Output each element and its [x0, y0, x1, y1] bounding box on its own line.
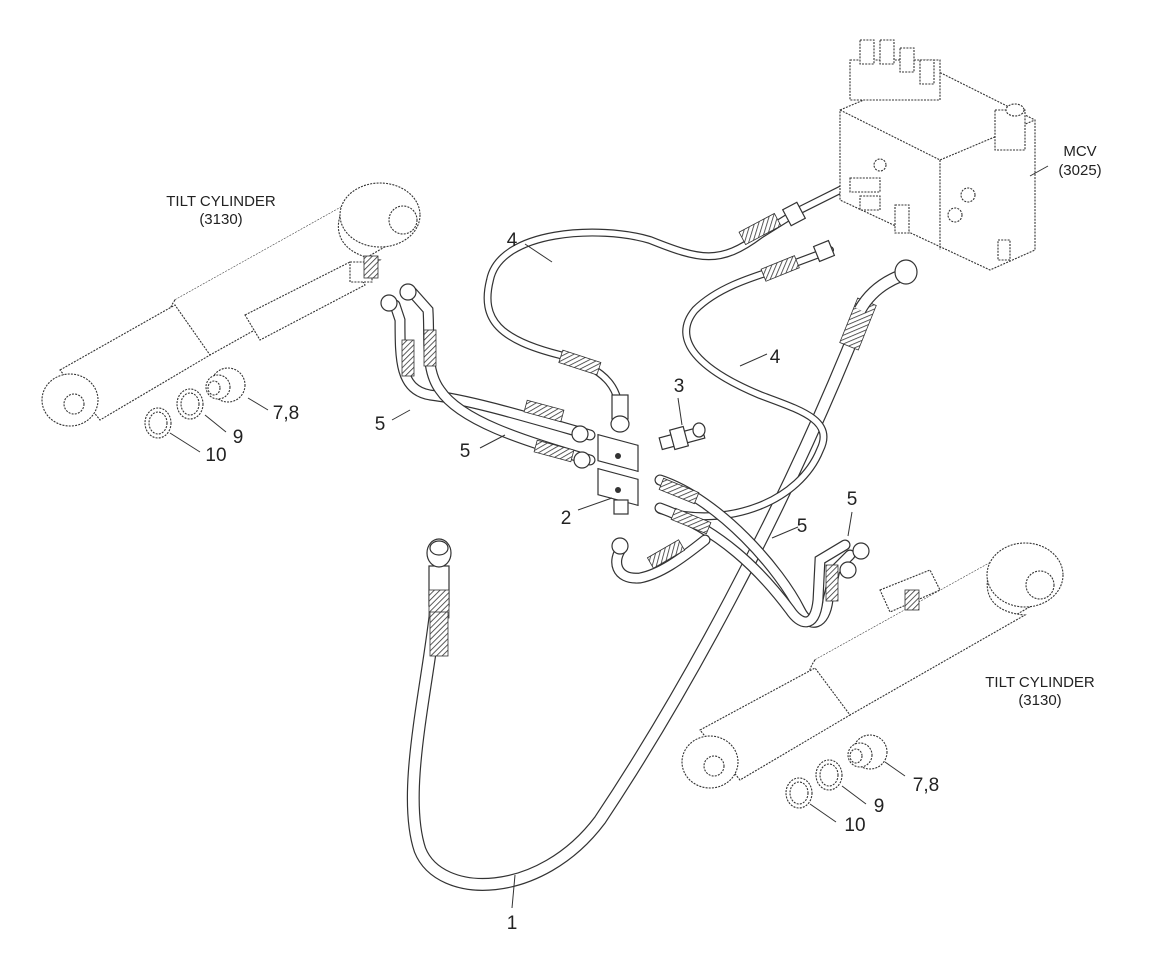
callout-bushing-7-8-left: 7,8	[273, 403, 299, 424]
mcv-title: MCV	[1063, 143, 1096, 160]
callout-tee-2: 2	[561, 508, 572, 529]
hose-5-right	[611, 474, 870, 628]
bushing-7-8-left	[205, 367, 246, 403]
hose-5-left	[380, 283, 596, 469]
ring-10-right	[785, 777, 813, 809]
ring-9-right	[815, 759, 843, 791]
callout-bushing-7-8-right: 7,8	[913, 775, 939, 796]
callout-ring-9-left: 9	[233, 427, 244, 448]
ring-9-left	[176, 388, 204, 420]
tilt-cylinder-right	[681, 542, 1064, 789]
tilt-cylinder-right-title: TILT CYLINDER	[985, 674, 1095, 691]
tee-block-2	[597, 433, 639, 515]
tilt-cylinder-left	[41, 182, 421, 427]
pipe-4-upper	[483, 181, 854, 433]
tilt-cylinder-right-code: (3130)	[1018, 692, 1061, 709]
leader-lines	[169, 165, 1049, 909]
callout-pipe-4-right: 4	[770, 347, 781, 368]
callout-ring-10-left: 10	[205, 445, 226, 466]
callout-hose-5-left-a: 5	[375, 414, 386, 435]
callout-hose-5-right-a: 5	[847, 489, 858, 510]
ring-10-left	[144, 407, 172, 439]
mcv-valve	[839, 39, 1036, 271]
callout-fitting-3: 3	[674, 376, 685, 397]
tilt-cylinder-left-title: TILT CYLINDER	[166, 193, 276, 210]
pipe-4-right	[656, 239, 836, 521]
callout-hose-5-left-b: 5	[460, 441, 471, 462]
callout-hose-1: 1	[507, 913, 518, 934]
callout-pipe-4-upper: 4	[507, 230, 518, 251]
bushing-7-8-right	[847, 734, 888, 770]
fitting-3	[658, 422, 706, 451]
mcv-code: (3025)	[1058, 162, 1101, 179]
tilt-cylinder-left-code: (3130)	[199, 211, 242, 228]
callout-ring-9-right: 9	[874, 796, 885, 817]
callout-hose-5-right-b: 5	[797, 516, 808, 537]
callout-ring-10-right: 10	[844, 815, 865, 836]
